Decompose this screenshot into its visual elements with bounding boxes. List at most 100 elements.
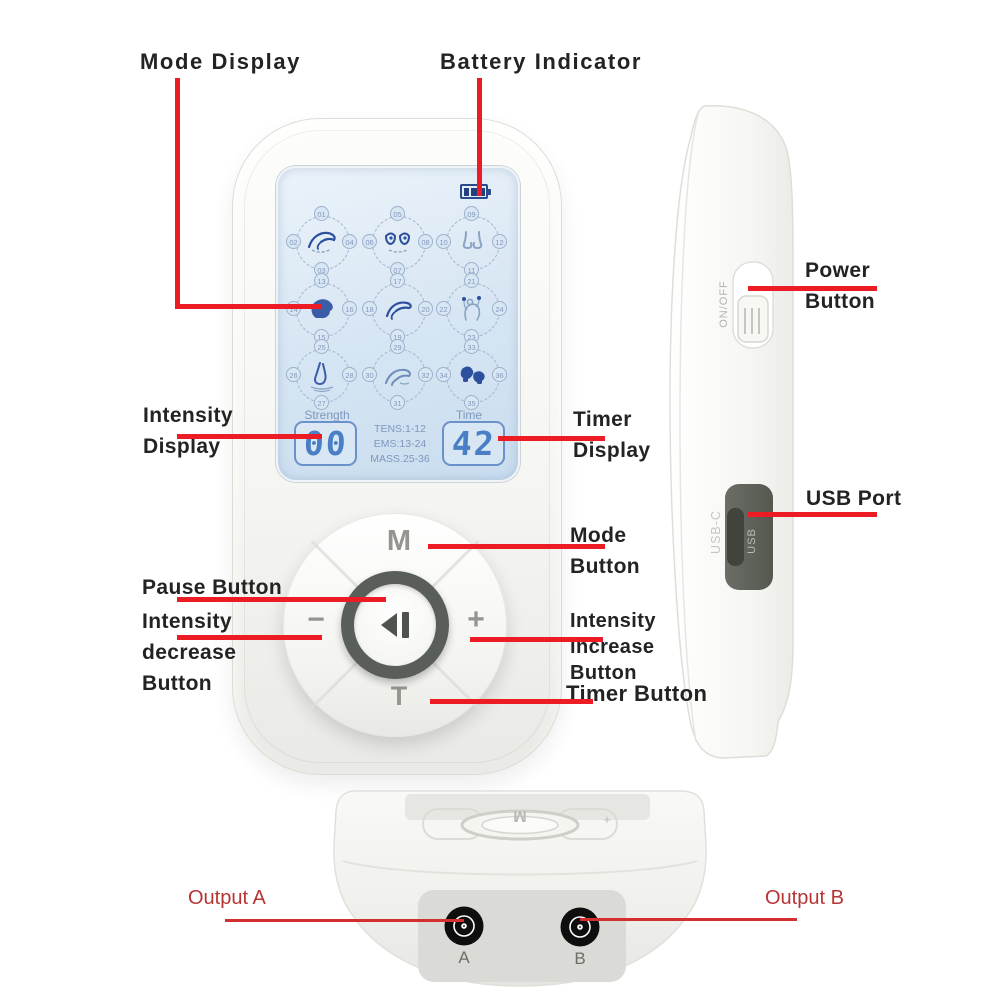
mode-group: 13 14 15 16 xyxy=(286,273,357,344)
output-b-line xyxy=(580,918,797,921)
device-front-view: 01 02 03 04 05 06 07 08 09 10 11 12 13 1… xyxy=(232,118,562,775)
battery-indicator-icon xyxy=(460,184,491,199)
mode-number: 28 xyxy=(342,367,357,382)
pause-button-label: Pause Button xyxy=(142,576,283,599)
time-value: 42 xyxy=(450,424,497,463)
mode-button-line xyxy=(428,544,605,549)
strength-value: 00 xyxy=(302,424,349,463)
device-bottom-view xyxy=(333,790,707,987)
mode-number: 05 xyxy=(390,206,405,221)
device-side-view xyxy=(669,105,794,759)
mode-group: 05 06 07 08 xyxy=(362,206,433,277)
legs-icon xyxy=(453,223,491,261)
output-a-jack[interactable] xyxy=(444,906,484,946)
timer-display-line xyxy=(498,436,605,441)
mode-display-line-h xyxy=(175,304,322,309)
jack-b-label: B xyxy=(574,949,586,968)
mode-number: 02 xyxy=(286,234,301,249)
mode-number: 12 xyxy=(492,234,507,249)
mode-number: 22 xyxy=(436,301,451,316)
pause-button-line xyxy=(177,597,386,602)
intensity-increase-button[interactable]: + xyxy=(467,603,485,636)
mode-number: 21 xyxy=(464,273,479,288)
mode-button[interactable]: M xyxy=(386,525,412,557)
battery-line xyxy=(477,78,482,196)
time-label: Time xyxy=(455,408,483,422)
power-button-line xyxy=(748,286,877,291)
bottom-mode-key: M xyxy=(513,807,527,824)
mode-display-label: Mode Display xyxy=(140,49,302,74)
mode-number: 16 xyxy=(342,301,357,316)
on-off-text: ON/OFF xyxy=(718,280,730,328)
mode-group: 29 30 31 32 xyxy=(362,339,433,410)
body-crease xyxy=(342,860,698,876)
top-face-panel xyxy=(405,794,650,820)
boxing-gloves-icon xyxy=(453,356,491,394)
mode-number: 24 xyxy=(492,301,507,316)
mode-group: 17 18 19 20 xyxy=(362,273,433,344)
center-button-edge xyxy=(481,815,559,835)
mode-number: 18 xyxy=(362,301,377,316)
mode-number: 20 xyxy=(418,301,433,316)
mode-number: 10 xyxy=(436,234,451,249)
mode-number: 17 xyxy=(390,273,405,288)
usb-slot xyxy=(727,508,744,566)
mode-group: 01 02 03 04 xyxy=(286,206,357,277)
usb-c-text: USB-C xyxy=(709,510,723,554)
battery-indicator-label: Battery Indicator xyxy=(440,49,643,74)
mode-number: 30 xyxy=(362,367,377,382)
mode-group: 25 26 27 28 xyxy=(286,339,357,410)
kneading-hand-icon xyxy=(303,223,341,261)
usb-port-label: USB Port xyxy=(806,487,902,510)
mode-group: 33 34 35 36 xyxy=(436,339,507,410)
mode-number: 34 xyxy=(436,367,451,382)
mode-number: 32 xyxy=(418,367,433,382)
switch-ridges xyxy=(744,308,760,334)
mode-number: 31 xyxy=(390,395,405,410)
mode-group: 09 10 11 12 xyxy=(436,206,507,277)
hand-massage-icon xyxy=(379,290,417,328)
mode-number: 25 xyxy=(314,339,329,354)
intensity-display: 00 xyxy=(294,421,357,466)
mode-number: 09 xyxy=(464,206,479,221)
intensity-increase-line xyxy=(470,637,603,642)
jack-a-label: A xyxy=(458,948,470,967)
mode-number: 35 xyxy=(464,395,479,410)
usb-port-line xyxy=(748,512,877,517)
mode-display-line-v xyxy=(175,78,180,309)
pause-button[interactable] xyxy=(341,571,449,679)
bottom-increase-key: + xyxy=(603,812,611,827)
arm-massage-icon xyxy=(379,356,417,394)
shoulder-massage-icon xyxy=(453,290,491,328)
mode-number: 13 xyxy=(314,273,329,288)
timer-button-label: Timer Button xyxy=(566,681,708,706)
mode-number: 36 xyxy=(492,367,507,382)
intensity-decrease-line xyxy=(177,635,322,640)
mode-number: 27 xyxy=(314,395,329,410)
mode-group: 21 22 23 24 xyxy=(436,273,507,344)
timer-display: 42 xyxy=(442,421,505,466)
timer-button-line xyxy=(430,699,593,704)
lcd-screen: 01 02 03 04 05 06 07 08 09 10 11 12 13 1… xyxy=(276,166,520,482)
mode-number: 04 xyxy=(342,234,357,249)
mode-number: 06 xyxy=(362,234,377,249)
side-body xyxy=(669,105,794,759)
mode-number: 01 xyxy=(314,206,329,221)
intensity-decrease-button[interactable]: − xyxy=(307,603,325,636)
play-pause-icon xyxy=(381,612,409,638)
output-a-label: Output A xyxy=(188,887,266,909)
mode-number: 33 xyxy=(464,339,479,354)
timer-button[interactable]: T xyxy=(390,681,408,711)
mode-number: 29 xyxy=(390,339,405,354)
device-bezel xyxy=(244,130,550,763)
mode-range-info: TENS:1-12 EMS:13-24 MASS.25-36 xyxy=(370,423,430,465)
strength-label: Strength xyxy=(304,408,350,422)
side-seam-line xyxy=(679,113,699,743)
output-b-jack[interactable] xyxy=(560,907,600,947)
